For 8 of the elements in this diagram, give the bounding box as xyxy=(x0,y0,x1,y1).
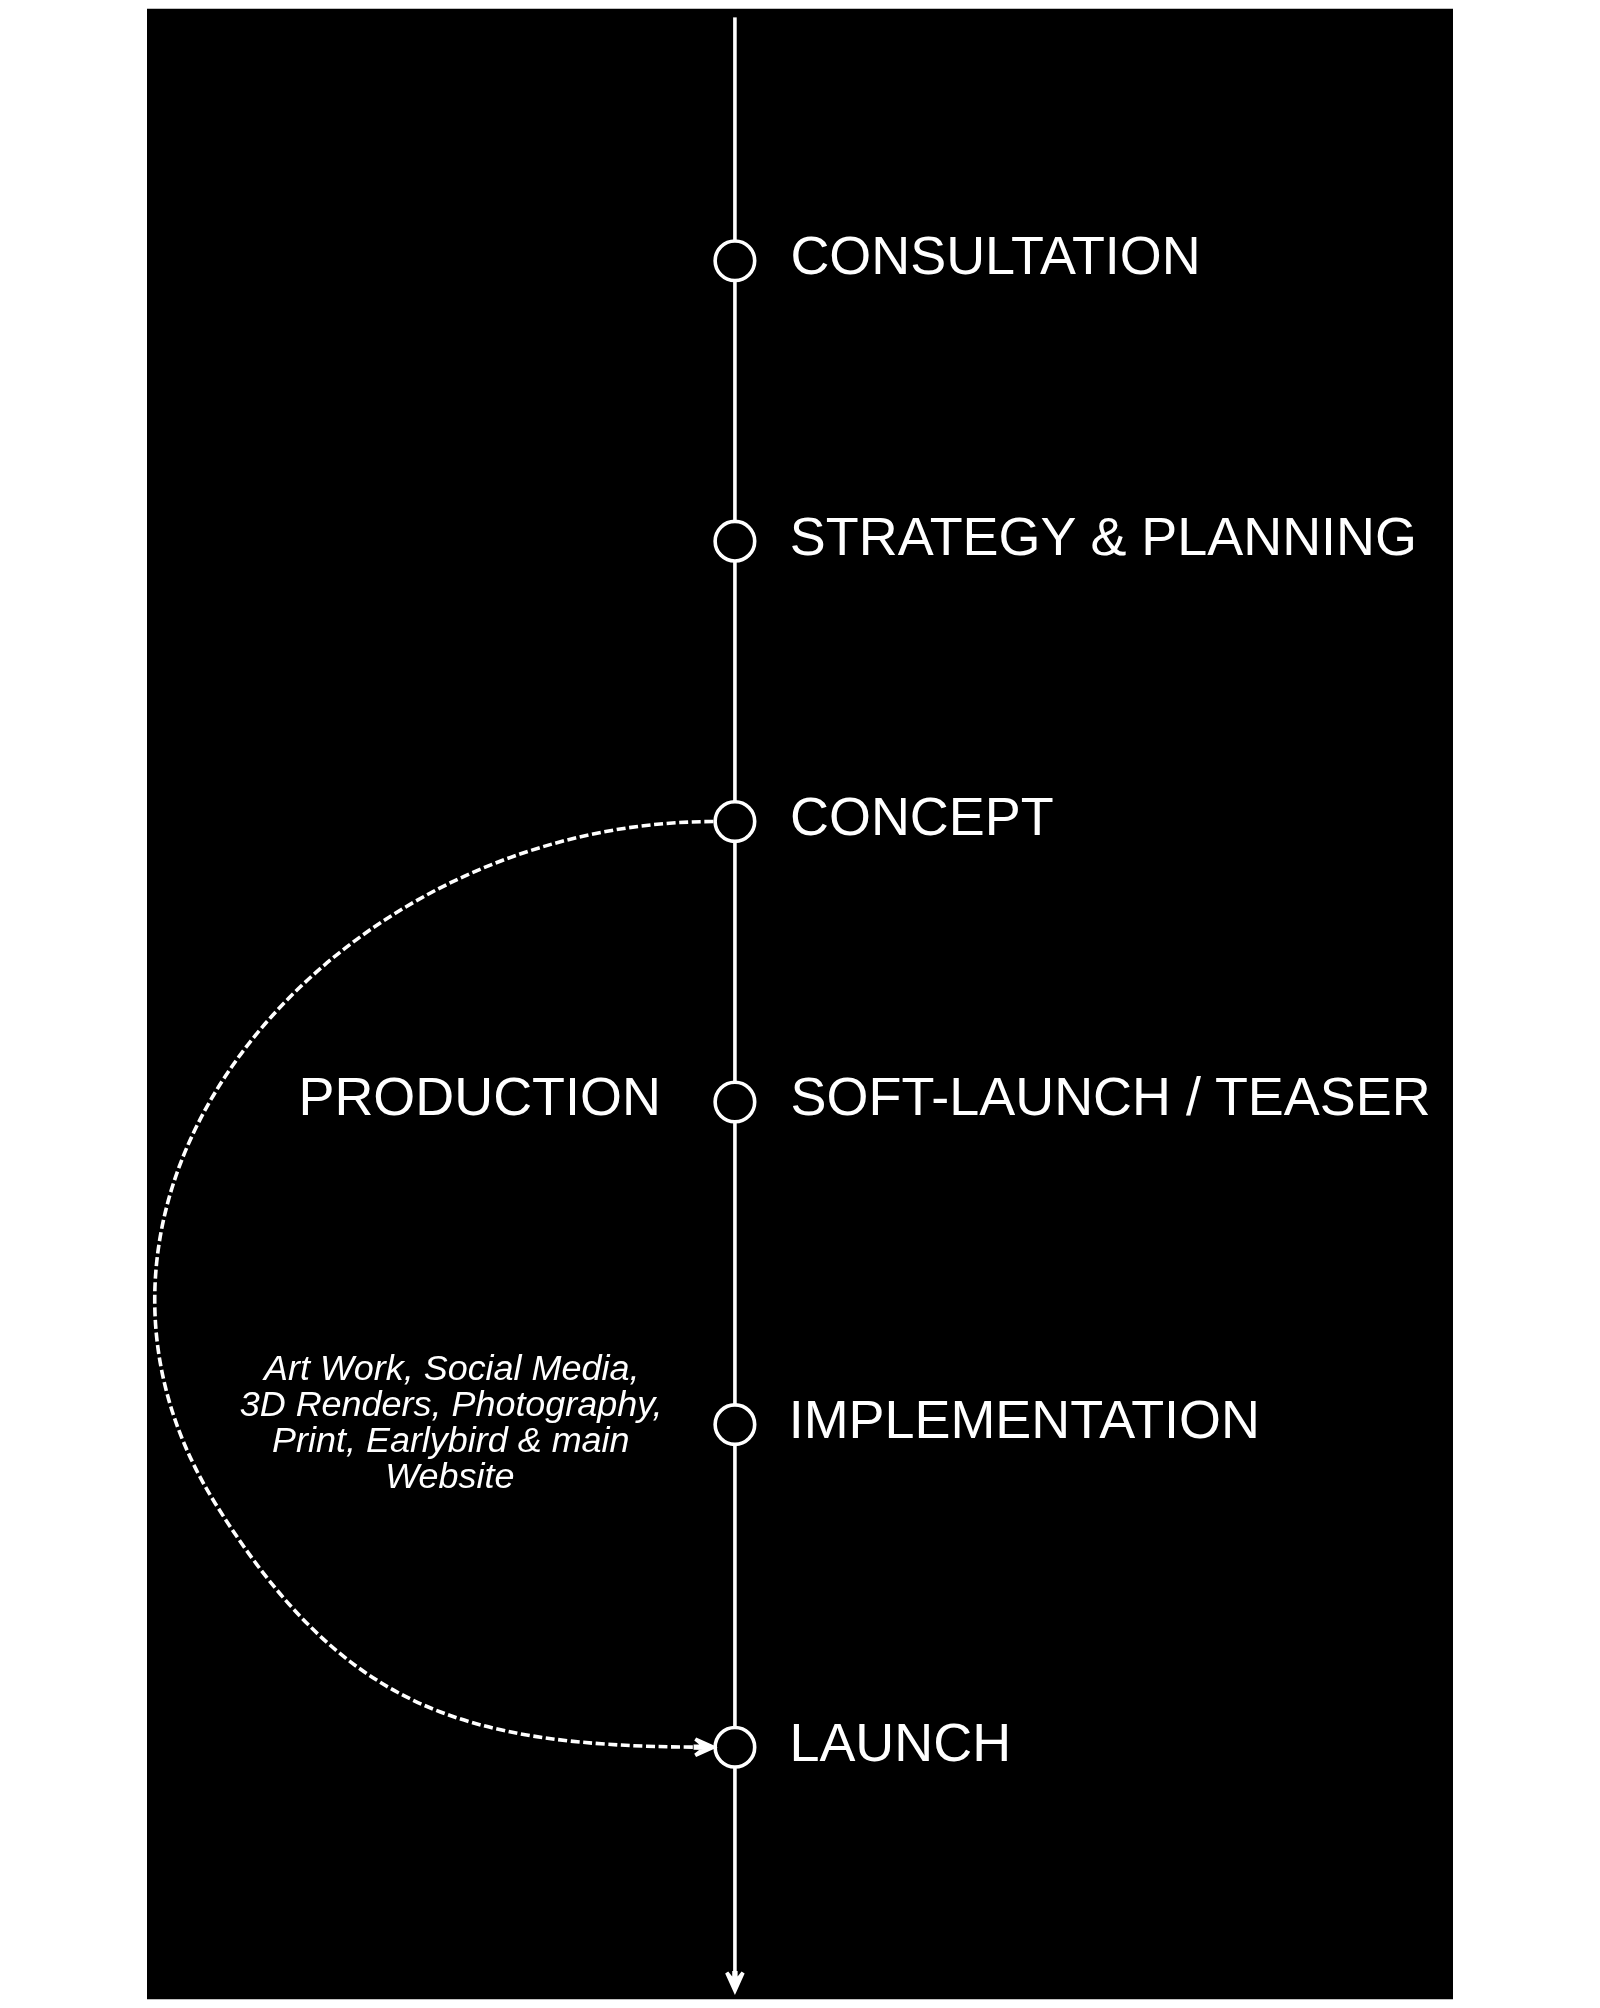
node-label: LAUNCH xyxy=(789,1711,1012,1772)
node-label: IMPLEMENTATION xyxy=(788,1389,1260,1450)
node-label: CONCEPT xyxy=(790,786,1054,847)
node-label: STRATEGY & PLANNING xyxy=(789,505,1417,566)
label: PRODUCTION xyxy=(298,1066,661,1127)
node-label: CONSULTATION xyxy=(790,225,1201,286)
label: Art Work, Social Media, 3D Renders, Photography, Print, Earlybird & main Website xyxy=(239,1346,663,1496)
node-label: SOFT-LAUNCH / TEASER xyxy=(790,1066,1431,1127)
